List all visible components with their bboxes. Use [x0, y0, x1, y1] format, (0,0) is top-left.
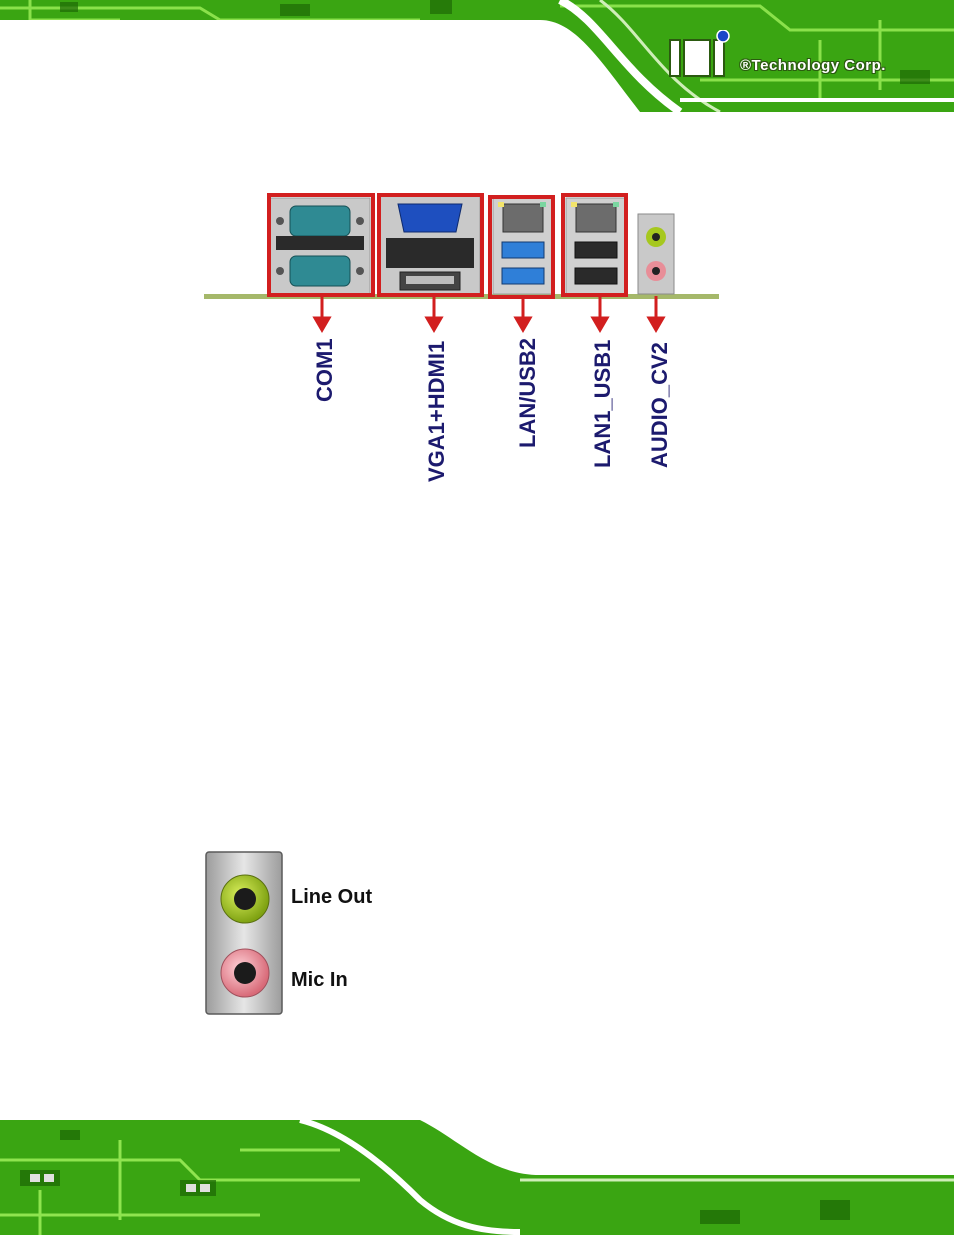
- header-banner: [0, 0, 954, 112]
- brand-name: ®Technology Corp.: [740, 57, 886, 74]
- vga-hdmi-label: VGA1+HDMI1: [424, 341, 450, 482]
- lan1-usb1-label: LAN1_USB1: [590, 340, 616, 468]
- lan1-usb1-port-highlight: [561, 193, 628, 297]
- com1-port-highlight: [267, 193, 375, 297]
- audio-jack-panel: [205, 851, 283, 1015]
- lan-usb2-port-highlight: [488, 195, 555, 299]
- audio-cv2-label: AUDIO_CV2: [647, 342, 673, 468]
- com1-label: COM1: [312, 338, 338, 402]
- lan-usb2-label: LAN/USB2: [515, 338, 541, 448]
- footer-banner: [0, 1120, 954, 1235]
- vga-hdmi-port-highlight: [377, 193, 484, 297]
- line-out-label: Line Out: [291, 886, 372, 909]
- mic-in-label: Mic In: [291, 969, 348, 992]
- brand-logo: [668, 30, 738, 80]
